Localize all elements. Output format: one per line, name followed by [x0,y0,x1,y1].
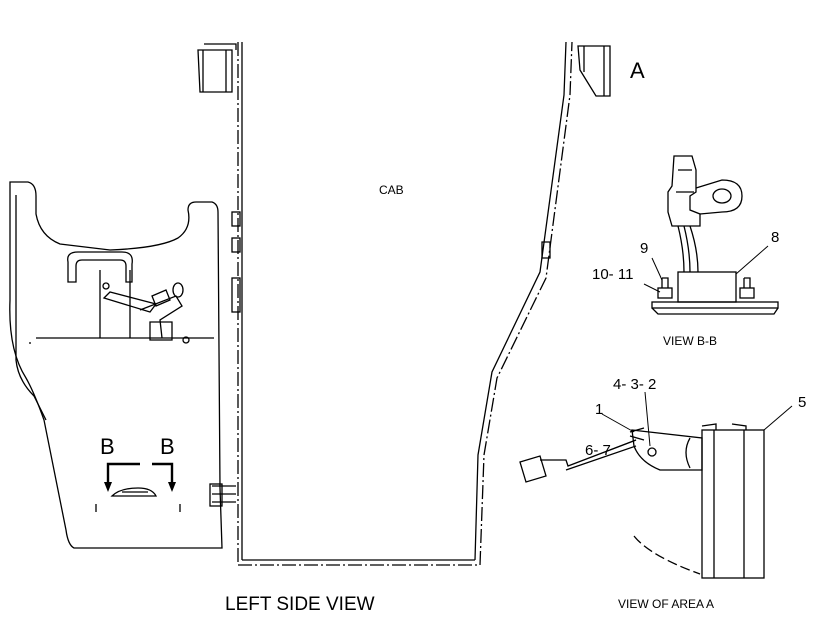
callout-9: 9 [640,240,649,257]
left-side-view-caption: LEFT SIDE VIEW [225,594,375,615]
callout-8: 8 [771,229,780,246]
section-arrows [104,482,176,492]
section-b-b-markers [106,462,174,482]
section-marker-left: B [100,434,115,459]
callout-4-3-2: 4- 3- 2 [613,376,657,393]
cab-outline [197,41,611,566]
cab-label: CAB [379,183,404,197]
area-a-callout: A [630,58,645,83]
callout-1: 1 [595,401,604,418]
side-panel [9,181,223,549]
view-bb-caption: VIEW B-B [663,334,718,348]
callout-6-7: 6- 7 [585,442,611,459]
view-bb-detail [643,155,779,315]
view-area-a-detail [519,391,793,579]
view-area-a-caption: VIEW OF AREA A [618,597,715,611]
section-marker-right: B [160,434,175,459]
callout-5: 5 [798,394,807,411]
callout-10-11: 10- 11 [592,266,634,283]
